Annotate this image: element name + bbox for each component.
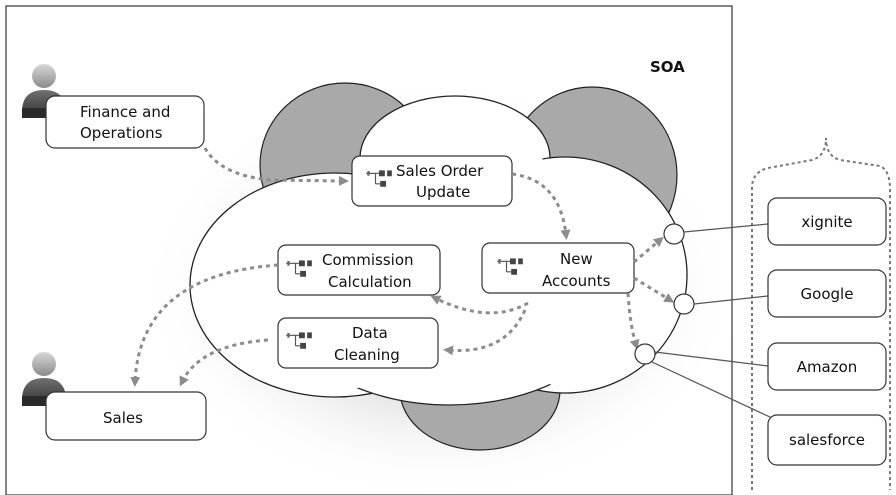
new-accounts-label-1: New bbox=[560, 250, 593, 268]
external-group-outline bbox=[751, 137, 891, 490]
google-label: Google bbox=[801, 285, 854, 303]
amazon-box bbox=[767, 342, 887, 391]
link-xignite bbox=[683, 223, 769, 233]
soa-title: SOA bbox=[650, 58, 685, 76]
arrow-new-accounts-to-commission bbox=[430, 295, 529, 315]
link-salesforce bbox=[651, 361, 773, 419]
google-box bbox=[767, 269, 887, 318]
salesforce-box bbox=[767, 414, 887, 466]
sales-order-service bbox=[351, 155, 513, 207]
data-cleaning-label-2: Cleaning bbox=[334, 346, 400, 364]
sales-box bbox=[45, 391, 207, 441]
finance-box bbox=[45, 95, 205, 149]
finance-label-1: Finance and bbox=[80, 103, 170, 121]
commission-service bbox=[277, 244, 441, 296]
arrow-sales-order-to-new-accounts bbox=[511, 172, 571, 240]
salesforce-label: salesforce bbox=[789, 431, 865, 449]
finance-label-2: Operations bbox=[80, 124, 163, 142]
port-xignite bbox=[663, 223, 685, 245]
arrow-new-accounts-to-google bbox=[633, 276, 675, 303]
arrow-data-cleaning-to-sales bbox=[179, 338, 269, 387]
new-accounts-service bbox=[481, 242, 635, 294]
xignite-box bbox=[767, 197, 887, 246]
port-amazon bbox=[634, 343, 656, 365]
data-cleaning-service bbox=[277, 317, 439, 369]
arrow-commission-to-sales bbox=[130, 263, 279, 387]
amazon-label: Amazon bbox=[797, 358, 858, 376]
arrow-new-accounts-to-data-cleaning bbox=[443, 309, 527, 356]
sales-order-label-2: Update bbox=[416, 183, 470, 201]
sales-order-label-1: Sales Order bbox=[396, 162, 484, 180]
port-google bbox=[673, 293, 695, 315]
arrow-new-accounts-to-xignite bbox=[633, 236, 664, 264]
data-cleaning-label-1: Data bbox=[352, 324, 388, 342]
link-amazon bbox=[654, 351, 769, 367]
arrow-new-accounts-to-amazon bbox=[626, 292, 640, 350]
arrow-finance-to-sales-order bbox=[203, 147, 349, 186]
commission-label-2: Calculation bbox=[328, 273, 412, 291]
commission-label-1: Commission bbox=[322, 251, 414, 269]
new-accounts-label-2: Accounts bbox=[542, 272, 611, 290]
xignite-label: xignite bbox=[801, 213, 852, 231]
sales-label: Sales bbox=[103, 409, 143, 427]
link-google bbox=[693, 295, 769, 305]
